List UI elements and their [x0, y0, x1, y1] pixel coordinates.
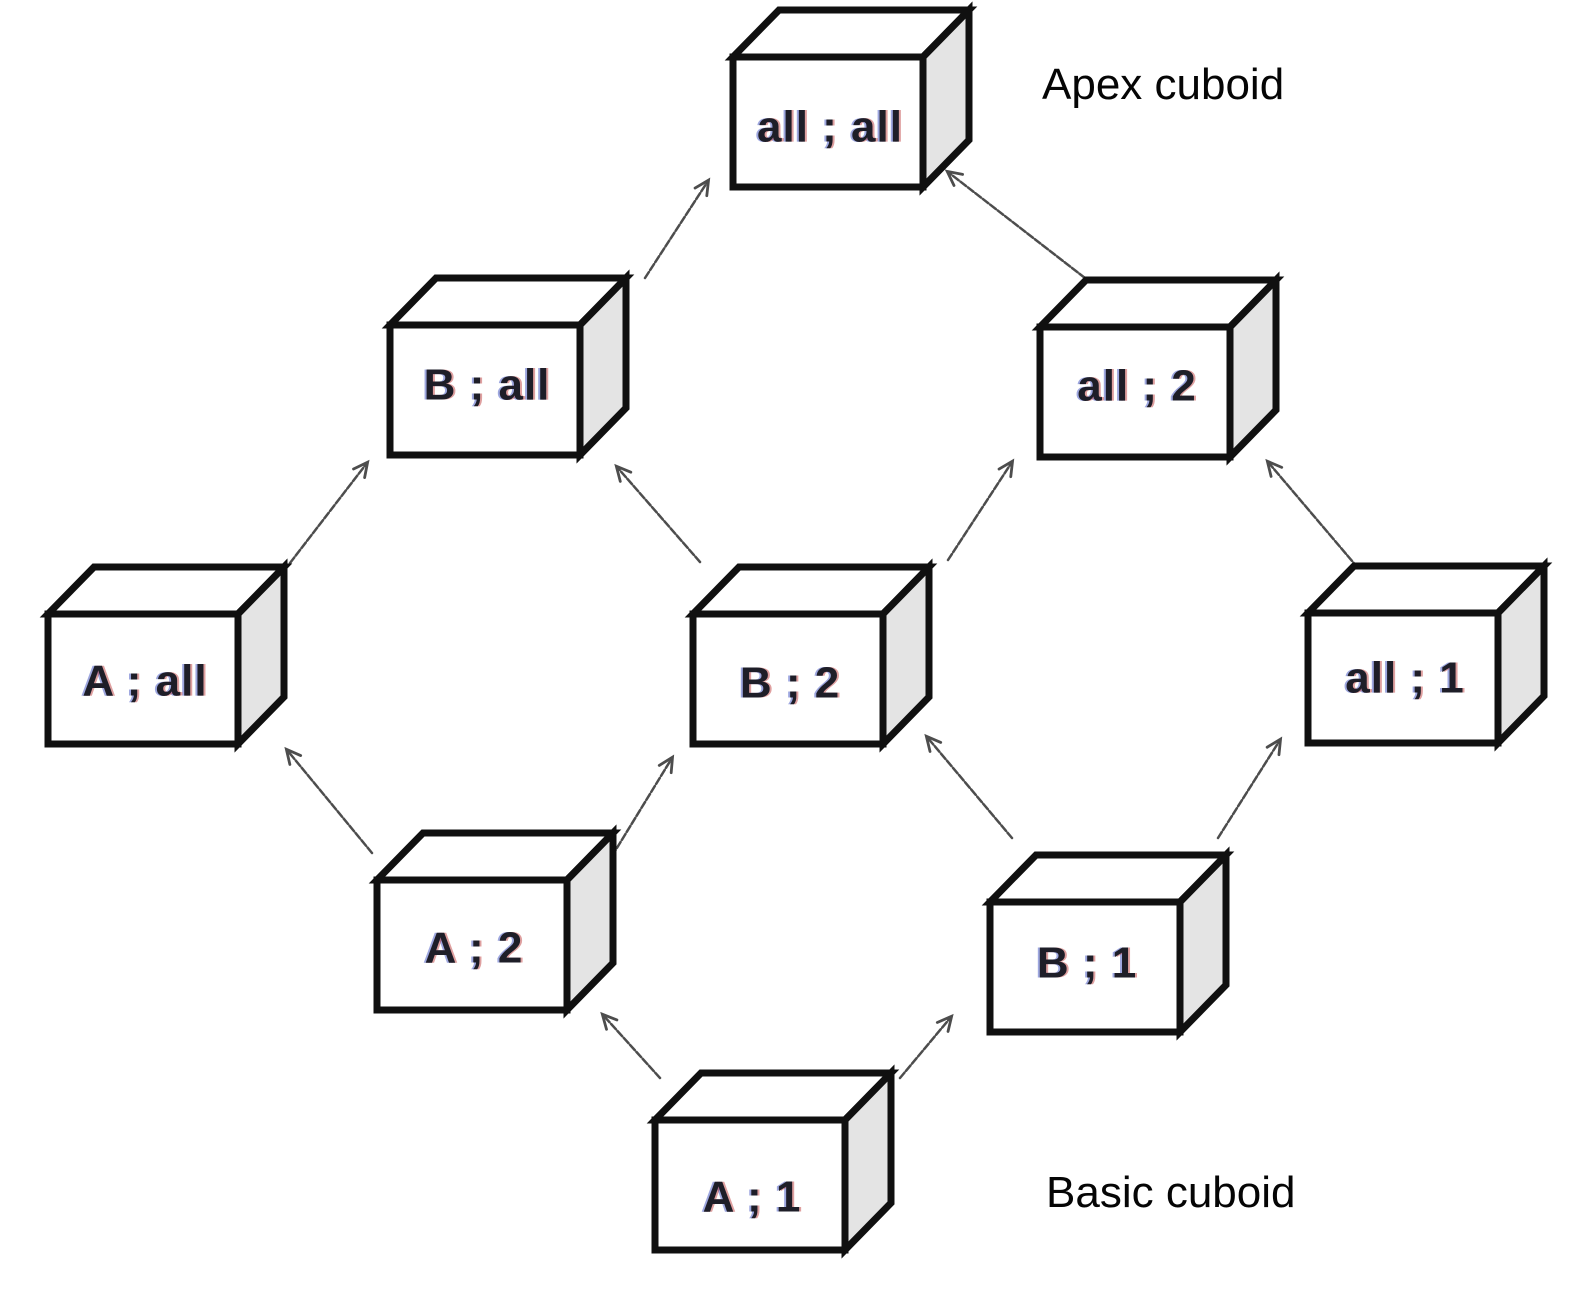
arrow-b-1-to-all-1	[1216, 736, 1283, 840]
arrow-b-all-to-all-all	[643, 177, 711, 280]
cuboid-b-all: B ; all	[381, 269, 635, 464]
arrow-a-2-to-b-2	[610, 754, 675, 858]
cuboid-all-1-front-face	[1304, 609, 1502, 747]
cuboid-a-2: A ; 2	[368, 824, 622, 1019]
cuboid-b-1-label: B ; 1	[1037, 939, 1137, 988]
arrow-a-all-to-b-all	[288, 459, 370, 565]
cuboid-b-all-label: B ; all	[424, 361, 551, 410]
arrow-b-1-to-b-2	[924, 733, 1014, 840]
arrow-a-2-to-a-all	[284, 746, 374, 855]
arrow-all-1-to-all-2	[1265, 458, 1360, 570]
cuboid-all-2-label: all ; 2	[1077, 362, 1197, 411]
cuboid-all-1: all ; 1	[1299, 557, 1553, 752]
cuboid-b-1: B ; 1	[981, 846, 1235, 1041]
cuboid-all-2-front-face	[1036, 323, 1234, 461]
cuboid-b-2-label: B ; 2	[740, 659, 840, 708]
cuboid-b-1-front-face	[986, 898, 1184, 1036]
arrow-a-1-to-a-2	[600, 1011, 662, 1080]
cuboid-a-all-front-face	[44, 610, 242, 748]
cuboid-a-all-label: A ; all	[82, 657, 207, 706]
basic-cuboid-label: Basic cuboid	[1046, 1168, 1296, 1217]
cuboid-b-2: B ; 2	[684, 558, 938, 753]
cuboid-all-1-label: all ; 1	[1345, 654, 1465, 703]
cuboid-a-1-front-face	[651, 1116, 849, 1254]
apex-cuboid-label: Apex cuboid	[1042, 60, 1285, 109]
cuboid-a-all: A ; all	[39, 558, 293, 753]
cuboid-all-all-label: all ; all	[757, 103, 903, 152]
arrow-b-2-to-b-all	[614, 463, 702, 564]
cuboid-a-1-label: A ; 1	[703, 1173, 802, 1222]
cuboid-a-2-front-face	[373, 876, 571, 1014]
cuboid-all-all: all ; all	[724, 1, 978, 196]
cuboid-b-all-front-face	[386, 321, 584, 459]
cuboid-all-2: all ; 2	[1031, 271, 1285, 466]
cuboid-all-all-front-face	[729, 53, 927, 191]
cuboid-b-2-front-face	[689, 610, 887, 748]
cuboid-a-2-label: A ; 2	[425, 924, 524, 973]
cuboid-a-1: A ; 1	[646, 1064, 900, 1259]
arrow-all-2-to-all-all	[944, 169, 1087, 280]
arrow-a-1-to-b-1	[898, 1013, 954, 1080]
arrow-b-2-to-all-2	[946, 458, 1015, 562]
